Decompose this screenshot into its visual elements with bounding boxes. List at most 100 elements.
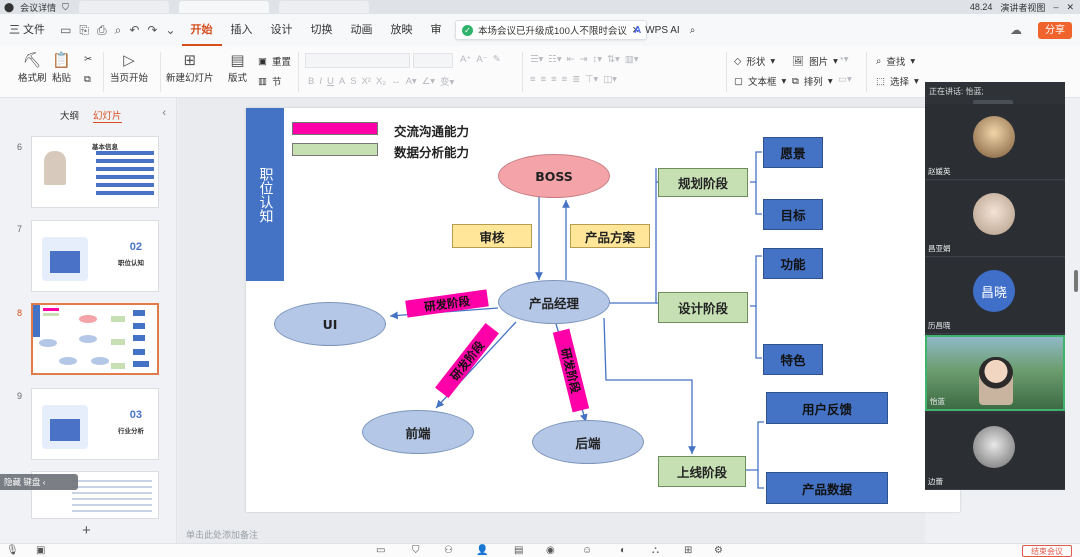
tab-animation[interactable]: 动画 — [350, 24, 373, 36]
participant-tile[interactable]: 赵媛英 — [925, 104, 1065, 180]
mic-icon[interactable]: 🎙 — [6, 545, 19, 556]
slide-thumbnail-6[interactable]: 基本信息 — [31, 136, 159, 208]
tab-design[interactable]: 设计 — [270, 24, 293, 36]
slide-thumbnail-7[interactable]: 02 职位认知 — [31, 220, 159, 292]
outline-button[interactable]: ▭▾ — [838, 74, 852, 85]
select-button[interactable]: ⬚ 选择▾ — [876, 75, 919, 89]
presenter-view-label[interactable]: 演讲者视图 — [1000, 2, 1046, 13]
participant-tile[interactable]: 边蕾 — [925, 414, 1065, 490]
minimize-icon[interactable]: – — [1053, 2, 1059, 12]
bullets-icon[interactable]: ☰▾ — [530, 54, 544, 65]
arrange-button[interactable]: ⧉ 排列▾ — [792, 75, 833, 89]
record-icon[interactable]: ◉ — [546, 545, 555, 556]
tab-insert[interactable]: 插入 — [230, 24, 253, 36]
cloud-sync-icon[interactable]: ☁ — [1010, 23, 1022, 37]
justify-icon[interactable]: ≡ — [561, 74, 568, 85]
search-icon[interactable]: ⌕ — [689, 24, 696, 36]
layout-button[interactable]: ▤ 版式 — [228, 52, 247, 84]
reset-button[interactable]: ▣ 重置 — [258, 54, 291, 69]
clear-format-icon[interactable]: ✎ — [492, 54, 501, 65]
grid-icon[interactable]: ⊞ — [684, 545, 693, 556]
undo-icon[interactable]: ↶ — [129, 22, 140, 37]
align-left-icon[interactable]: ≡ — [530, 74, 536, 85]
outdent-icon[interactable]: ⇤ — [566, 54, 575, 65]
slide-thumbnail-8[interactable] — [31, 303, 159, 375]
smartart-icon[interactable]: ◫▾ — [603, 74, 617, 85]
slide-thumbnail-9[interactable]: 03 行业分析 — [31, 388, 159, 460]
slide-8[interactable]: 职位认知 交流沟通能力 数据分析能力 BOSS 产品经理 UI 前端 后端 审核… — [246, 108, 960, 512]
apps-icon[interactable]: ◐ — [620, 545, 627, 556]
share-screen-icon[interactable]: ▭ — [376, 545, 386, 556]
find-button[interactable]: ⌕ 查找▾ — [876, 55, 916, 69]
font-color-icon[interactable]: A▾ — [405, 75, 417, 87]
phonetic-icon[interactable]: 变▾ — [439, 77, 455, 88]
close-icon[interactable]: ✕ — [1066, 1, 1074, 12]
tab-slideshow[interactable]: 放映 — [390, 24, 413, 36]
align-center-icon[interactable]: ≡ — [540, 74, 547, 85]
chat-icon[interactable]: ▤ — [514, 545, 524, 556]
shadow-icon[interactable]: S — [350, 75, 357, 87]
hide-keyboard-toggle[interactable]: 隐藏 键盘 ‹ — [0, 474, 78, 490]
format-painter-button[interactable]: ⛏ 格式刷 — [18, 52, 47, 84]
underline-icon[interactable]: U — [326, 75, 334, 87]
export-icon[interactable]: ⎘ — [79, 22, 90, 37]
columns-icon[interactable]: ▥▾ — [624, 54, 639, 65]
fill-button[interactable]: ◔▾ — [838, 54, 849, 65]
play-from-current-button[interactable]: ▷ 当页开始 — [110, 52, 148, 84]
tab-review[interactable]: 审 — [430, 24, 442, 36]
collapse-panel-icon[interactable]: ‹ — [162, 107, 166, 119]
redo-icon[interactable]: ↷ — [147, 22, 158, 37]
wps-ai-button[interactable]: A WPS AI ⌕ — [634, 14, 695, 46]
tab-home[interactable]: 开始 — [181, 14, 222, 46]
distribute-icon[interactable]: ≣ — [572, 74, 581, 85]
print-icon[interactable]: ⎙ — [97, 22, 107, 37]
participant-tile[interactable]: 昌晓 历昌晓 — [925, 258, 1065, 334]
share-button[interactable]: 分享 — [1038, 22, 1072, 39]
notes-placeholder[interactable]: 单击此处添加备注 — [186, 530, 259, 540]
interact-icon[interactable]: ☺ — [582, 545, 593, 556]
browser-tab-1[interactable] — [78, 1, 169, 13]
vertical-align-icon[interactable]: ⊤▾ — [585, 74, 599, 85]
highlight-icon[interactable]: ∠▾ — [421, 75, 435, 87]
panel-scrollbar[interactable] — [1074, 270, 1078, 292]
superscript-icon[interactable]: X² — [361, 75, 372, 87]
numbering-icon[interactable]: ☷▾ — [548, 54, 562, 65]
align-right-icon[interactable]: ≡ — [551, 74, 557, 85]
indent-icon[interactable]: ⇥ — [579, 54, 588, 65]
preview-icon[interactable]: ⌕ — [114, 22, 122, 37]
tab-transition[interactable]: 切换 — [310, 24, 333, 36]
browser-tab-2[interactable] — [178, 1, 269, 13]
invite-icon[interactable]: ⚇ — [444, 545, 453, 556]
textbox-button[interactable]: ▢ 文本框▾ — [734, 75, 787, 89]
italic-icon[interactable]: I — [319, 75, 322, 87]
shape-button[interactable]: ◇ 形状▾ — [734, 55, 776, 69]
paste-button[interactable]: 📋 粘贴 — [52, 52, 71, 84]
text-direction-icon[interactable]: ⇅▾ — [607, 54, 620, 65]
security-icon[interactable]: ⛉ — [412, 545, 420, 556]
font-size-select[interactable] — [413, 53, 453, 68]
section-button[interactable]: ▥ 节 — [258, 74, 282, 89]
participant-video-active[interactable]: 怡蓝 — [925, 335, 1065, 411]
add-slide-icon[interactable]: + — [82, 522, 91, 539]
file-menu[interactable]: 三 文件 — [9, 24, 46, 36]
grow-font-icon[interactable]: A⁺ — [460, 54, 472, 65]
save-icon[interactable]: ▭ — [60, 22, 72, 37]
picture-button[interactable]: 🖼 图片▾ — [792, 55, 838, 69]
tab-outline[interactable]: 大纲 — [60, 111, 80, 122]
more-icon[interactable]: ⌄ — [165, 22, 176, 37]
new-slide-button[interactable]: ⊞ 新建幻灯片 — [166, 52, 214, 84]
char-spacing-icon[interactable]: ↔ — [391, 75, 401, 87]
camera-icon[interactable]: ▣ — [36, 545, 46, 556]
participant-tile[interactable]: 昌亚娟 — [925, 181, 1065, 257]
strike-icon[interactable]: A — [338, 75, 346, 87]
toast-close-icon[interactable]: ✕ — [631, 24, 640, 36]
members-icon[interactable]: 👤 — [476, 545, 489, 556]
line-spacing-icon[interactable]: ↕▾ — [592, 54, 603, 65]
settings-icon[interactable]: ⚙ — [714, 545, 723, 556]
bold-icon[interactable]: B — [308, 75, 315, 87]
group-icon[interactable]: ⛬ — [652, 545, 659, 556]
browser-tab-3[interactable] — [278, 1, 369, 13]
tab-slides[interactable]: 幻灯片 — [93, 108, 122, 123]
shrink-font-icon[interactable]: A⁻ — [476, 54, 488, 65]
cut-icon[interactable]: ✂ — [84, 54, 92, 65]
